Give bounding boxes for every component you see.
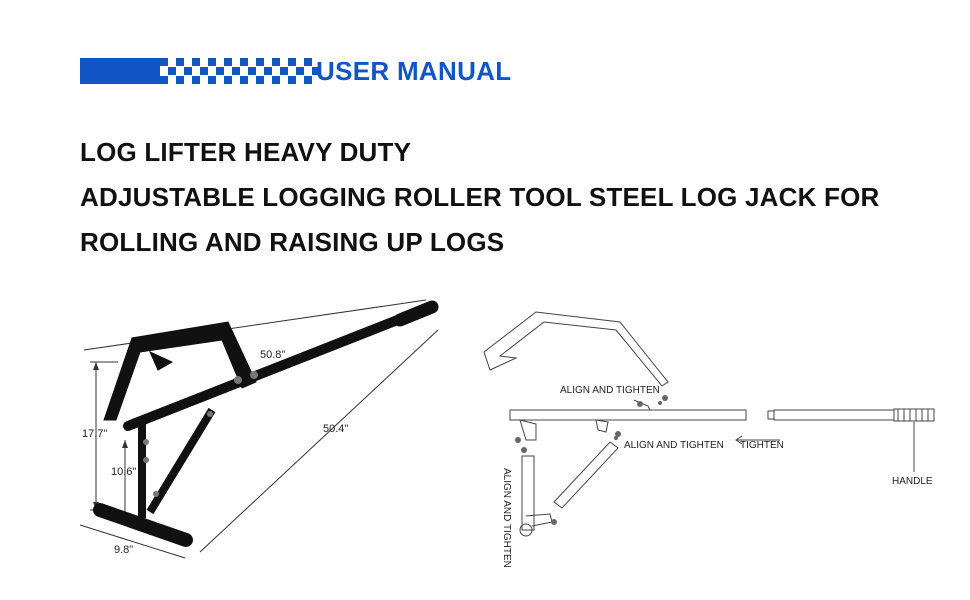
label-tighten: TIGHTEN: [740, 440, 784, 451]
product-title-line-1: LOG LIFTER HEAVY DUTY: [80, 137, 412, 167]
product-title-line-3: ROLLING AND RAISING UP LOGS: [80, 227, 505, 257]
log-lifter-dimension-diagram: 50.8" 50.4" 17.7" 10.6" 9.8": [79, 299, 439, 559]
label-align-tighten-top: ALIGN AND TIGHTEN: [560, 385, 660, 396]
dimension-handle-length: 50.8": [260, 349, 285, 361]
dimension-overall-length: 50.4": [323, 423, 348, 435]
product-title-line-2: ADJUSTABLE LOGGING ROLLER TOOL STEEL LOG…: [80, 182, 880, 212]
dimension-base-height: 10.6": [111, 466, 136, 478]
dimension-height: 17.7": [82, 428, 107, 440]
manual-header: USER MANUAL: [80, 55, 600, 87]
dimension-base-width: 9.8": [114, 544, 133, 556]
label-align-tighten-vertical: ALIGN AND TIGHTEN: [501, 468, 512, 568]
label-handle: HANDLE: [892, 476, 933, 487]
label-align-tighten-mid: ALIGN AND TIGHTEN: [624, 440, 724, 451]
manual-title: USER MANUAL: [316, 56, 512, 86]
header-bar: [80, 58, 160, 84]
assembly-diagram: ALIGN AND TIGHTEN ALIGN AND TIGHTEN ALIG…: [483, 311, 935, 568]
checker-pattern: [160, 58, 320, 84]
